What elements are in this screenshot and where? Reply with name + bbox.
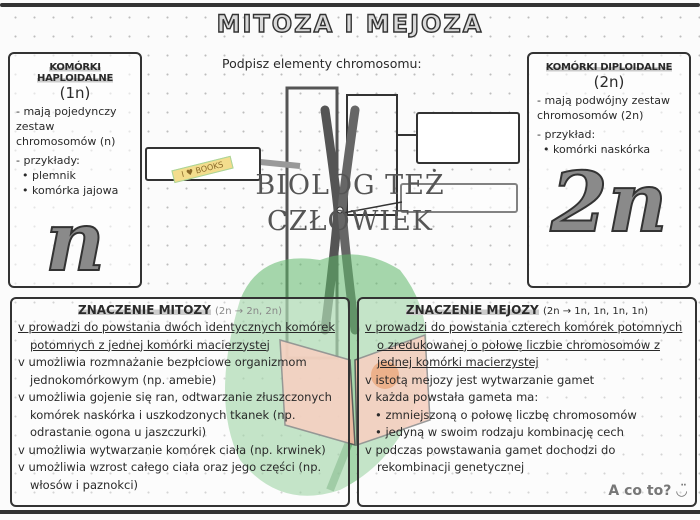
- meiosis-item: v każda powstała gameta ma:: [365, 390, 539, 404]
- diploid-notation: (2n): [593, 73, 625, 91]
- mitosis-item: v umożliwia gojenie się ran, odtwarzanie…: [18, 390, 332, 439]
- diploid-big-symbol: 2n: [550, 154, 669, 252]
- meiosis-box: ZNACZENIE MEJOZY (2n → 1n, 1n, 1n, 1n) v…: [357, 297, 697, 507]
- watermark-line: BIOLOG TEŻ: [255, 170, 445, 201]
- diploid-box: KOMÓRKI DIPLOIDALNE (2n) - mają podwójny…: [527, 52, 691, 288]
- label-line: [342, 201, 403, 214]
- haploid-item: • komórka jajowa: [22, 184, 119, 197]
- bottom-border: [0, 510, 700, 514]
- meiosis-item: • zmniejszoną o połowę liczbę chromosomó…: [375, 407, 637, 422]
- diploid-item: - mają podwójny zestaw chromosomów (2n): [537, 94, 670, 122]
- meiosis-item: v prowadzi do powstania czterech komórek…: [365, 320, 683, 369]
- haploid-item: - przykłady:: [16, 154, 80, 167]
- haploid-notation: (1n): [59, 84, 91, 102]
- mitosis-formula: (2n → 2n, 2n): [215, 306, 282, 317]
- diploid-heading: KOMÓRKI DIPLOIDALNE: [545, 62, 673, 73]
- label-line: [259, 159, 301, 169]
- centromere: [336, 206, 344, 214]
- mitosis-heading: ZNACZENIE MITOZY: [78, 303, 211, 317]
- open-book-icon: [279, 333, 431, 447]
- haploid-item: - mają pojedynczy zestaw chromosomów (n): [16, 105, 117, 148]
- meiosis-item: v istotą mejozy jest wytwarzanie gamet: [365, 372, 595, 387]
- page-title: MITOZA I MEJOZA: [216, 9, 484, 38]
- instruction-text: Podpisz elementy chromosomu:: [222, 56, 422, 71]
- haploid-heading: KOMÓRKI HAPLOIDALNE: [37, 62, 113, 84]
- ladybug-icon: [371, 361, 399, 389]
- top-border: [0, 3, 700, 7]
- mitosis-item: v prowadzi do powstania dwóch identyczny…: [18, 320, 336, 352]
- meiosis-item: • jedyną w swoim rodzaju kombinację cech: [375, 425, 624, 439]
- meiosis-item: v podczas powstawania gamet dochodzi do …: [365, 442, 616, 475]
- haploid-box: KOMÓRKI HAPLOIDALNE (1n) - mają pojedync…: [8, 52, 142, 291]
- label-box-right-bottom[interactable]: [400, 183, 518, 213]
- haploid-item: • plemnik: [22, 169, 76, 182]
- label-box-right-top[interactable]: [416, 112, 520, 164]
- haploid-big-symbol: n: [44, 193, 106, 291]
- watermark: BIOLOG TEŻ CZŁOWIEK: [250, 168, 450, 240]
- meiosis-heading: ZNACZENIE MEJOZY: [405, 303, 539, 317]
- watermark-line: CZŁOWIEK: [267, 206, 433, 237]
- meiosis-note: A co to? ◡̈: [608, 483, 687, 499]
- diploid-item: • komórki naskórka: [543, 143, 651, 156]
- meiosis-formula: (2n → 1n, 1n, 1n, 1n): [542, 306, 649, 317]
- diploid-item: - przykład:: [537, 128, 596, 141]
- mitosis-item: v umożliwia wytwarzanie komórek ciała (n…: [18, 442, 326, 457]
- mitosis-item: v umożliwia wzrost całego ciała oraz jeg…: [18, 460, 322, 492]
- mitosis-box: ZNACZENIE MITOZY (2n → 2n, 2n) v prowadz…: [10, 297, 350, 507]
- mitosis-item: v umożliwia rozmnażanie bezpłciowe organ…: [18, 355, 307, 387]
